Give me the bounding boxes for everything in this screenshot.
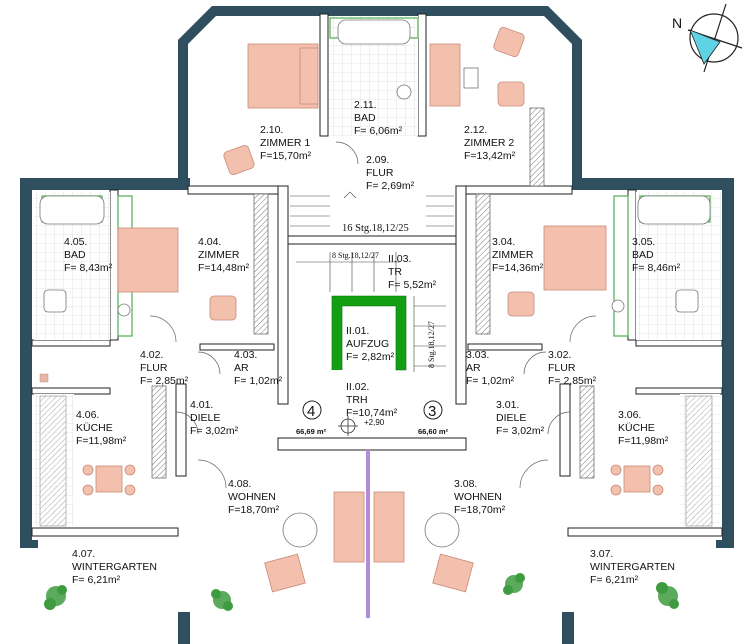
interior-walls [31,13,723,618]
compass-north-label: N [672,15,682,31]
stair-left [296,252,400,292]
unit-marker-4: 4 66,69 m² [296,400,327,436]
exterior-walls [20,6,734,644]
stair-main-label: 16 Stg.18,12/25 [342,223,409,234]
plants [44,573,679,611]
unit-marker-3: 3 66,60 m² [418,400,449,436]
door-swings [149,141,597,489]
hatched-walls [39,107,713,527]
stair-right [413,296,446,372]
elevator-shaft [331,295,407,371]
furniture [39,19,711,593]
stair-left-label: 8 Stg.18,12/27 [332,251,379,260]
compass-rose: N [672,3,743,73]
level-label: +2,90 [364,418,385,427]
stair-main [290,191,454,227]
unit-area: 66,60 m² [418,427,449,436]
unit-number: 3 [428,403,436,420]
unit-area: 66,69 m² [296,427,327,436]
stair-right-label: 8 Stg.18,12/27 [427,321,436,368]
unit-number: 4 [307,403,315,420]
level-marker: +2,90 [338,416,385,436]
